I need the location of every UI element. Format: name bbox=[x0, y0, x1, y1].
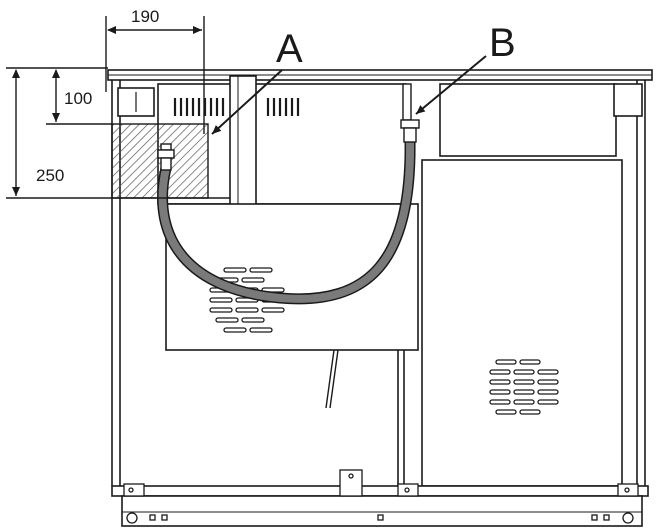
right-top-drawer bbox=[439, 83, 643, 157]
right-vent bbox=[489, 359, 559, 415]
worktop bbox=[107, 69, 653, 81]
callout-a-label: A bbox=[276, 27, 303, 71]
right-panel bbox=[421, 159, 623, 487]
base-rail bbox=[111, 485, 649, 527]
left-control-box bbox=[117, 87, 155, 117]
dimension-lines bbox=[6, 16, 230, 199]
cable bbox=[325, 349, 339, 409]
dimension-250-label: 250 bbox=[36, 166, 64, 185]
callout-b-label: B bbox=[489, 21, 516, 65]
callout-arrows bbox=[211, 55, 487, 135]
connector-b bbox=[400, 83, 420, 143]
connector-a bbox=[157, 143, 175, 171]
top-vent-right bbox=[266, 98, 300, 116]
dimension-100-label: 100 bbox=[64, 89, 92, 108]
gas-hose bbox=[157, 134, 416, 305]
dimension-190-label: 190 bbox=[131, 7, 159, 26]
feet bbox=[123, 469, 639, 524]
top-vent-left bbox=[173, 98, 225, 116]
